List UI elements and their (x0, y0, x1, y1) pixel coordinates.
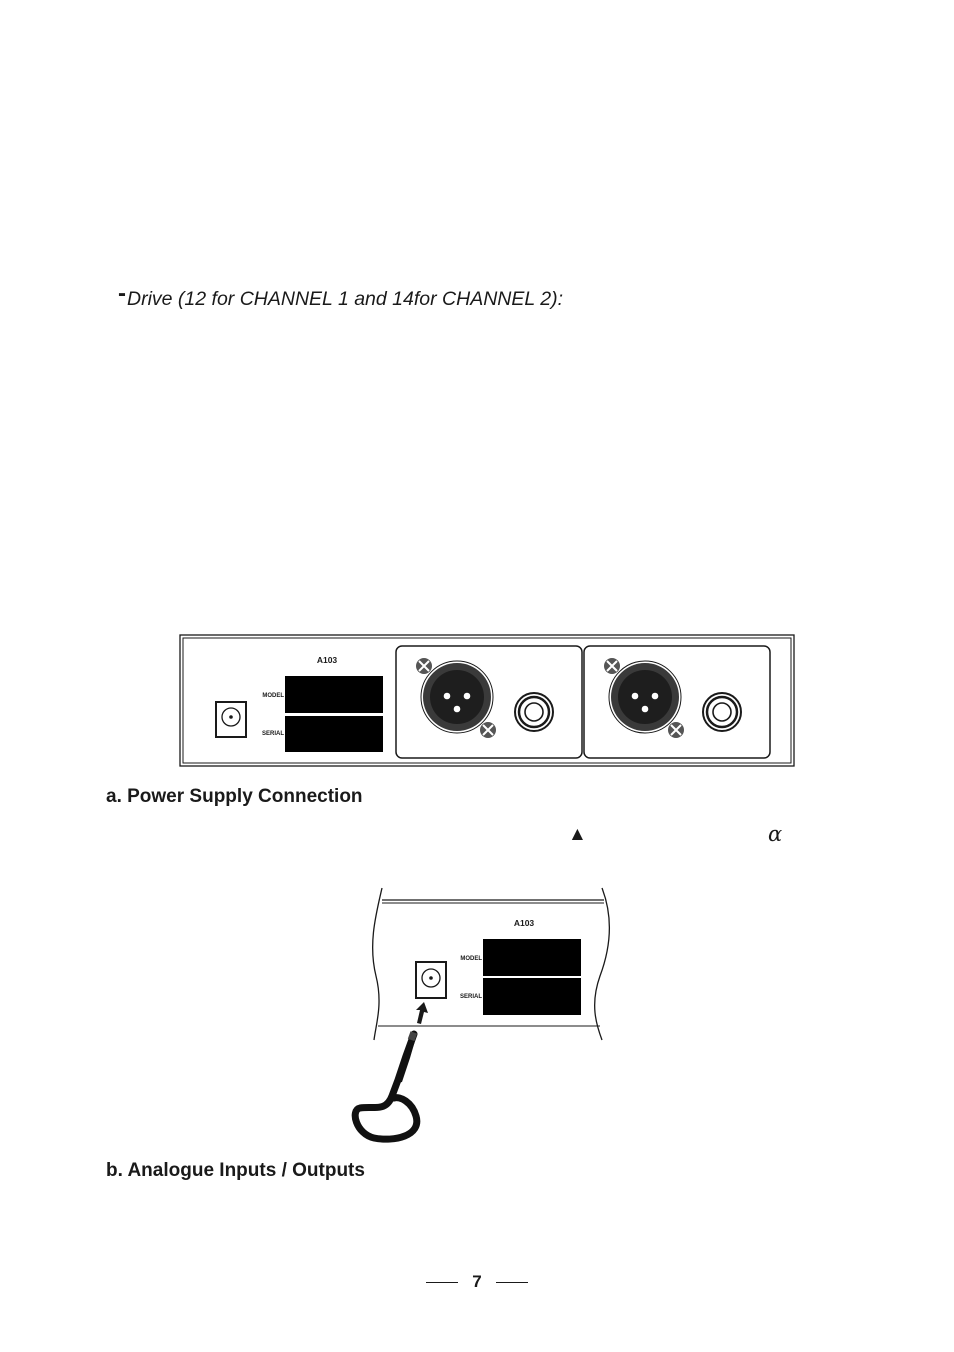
dc-power-jack-icon (415, 961, 447, 999)
panel-model-label: MODEL (262, 693, 284, 699)
model-plate (285, 676, 383, 713)
xlr-connector-icon (608, 660, 682, 734)
panel-model-code: A103 (317, 655, 338, 665)
xlr-connector-icon (420, 660, 494, 734)
page-number-rule-left (426, 1281, 459, 1284)
warning-triangle-icon: ▲ (568, 824, 587, 845)
drive-description: -Drive (12 for CHANNEL 1 and 14for CHANN… (118, 280, 564, 312)
quarter-inch-jack-icon (514, 692, 554, 732)
panel-serial-label: SERIAL (262, 731, 284, 737)
detail-model-code: A103 (514, 918, 535, 928)
channel-2-connectors (583, 645, 771, 759)
page-number-value: 7 (472, 1272, 482, 1291)
alpha-symbol: α (768, 822, 783, 846)
bullet-dash: - (118, 280, 126, 307)
page-number-rule-right (495, 1281, 528, 1284)
screw-icon (480, 722, 496, 738)
detail-model-label: MODEL (460, 956, 482, 962)
screw-icon (416, 658, 432, 674)
rear-panel-illustration: A103 MODEL SERIAL (179, 634, 795, 767)
power-cable-icon (351, 1030, 421, 1143)
arrow-up-icon (416, 1002, 428, 1024)
screw-icon (604, 658, 620, 674)
detail-serial-label: SERIAL (460, 994, 482, 1000)
page-number: 7 (0, 1272, 954, 1292)
section-b-heading: b. Analogue Inputs / Outputs (106, 1160, 365, 1181)
channel-1-connectors (395, 645, 583, 759)
quarter-inch-jack-icon (702, 692, 742, 732)
detail-model-plate (483, 939, 581, 976)
detail-serial-plate (483, 978, 581, 1015)
drive-text: Drive (12 for CHANNEL 1 and 14for CHANNE… (127, 288, 564, 310)
dc-power-jack-icon (215, 701, 247, 738)
section-a-heading: a. Power Supply Connection (106, 786, 363, 807)
screw-icon (668, 722, 684, 738)
serial-plate (285, 716, 383, 752)
power-connection-illustration: A103 MODEL SERIAL (351, 887, 610, 1143)
